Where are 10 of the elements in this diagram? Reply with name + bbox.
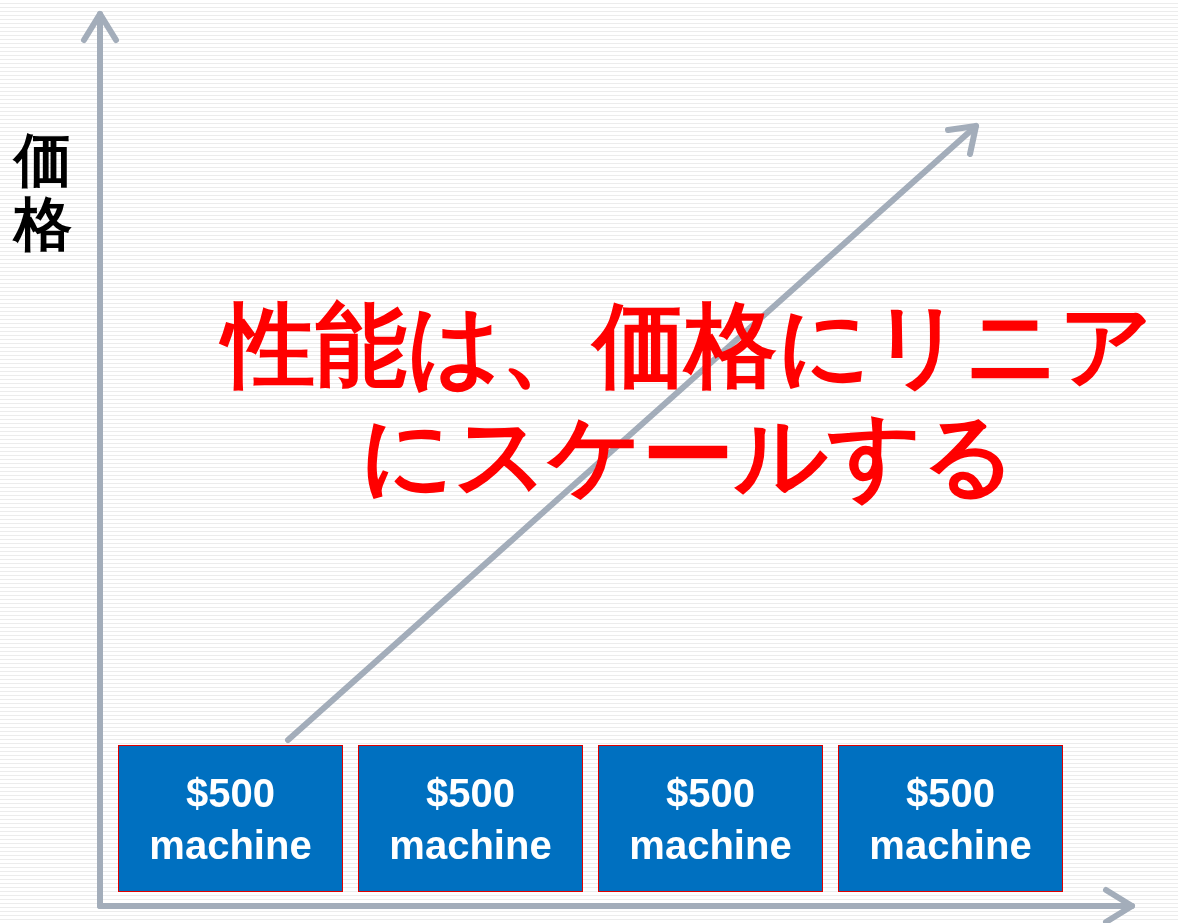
machine-box	[838, 745, 1063, 892]
machine-box	[118, 745, 343, 892]
box-text: $500 machine	[388, 769, 553, 869]
box-text: $500 machine	[868, 769, 1033, 869]
box-text: $500 machine	[628, 769, 793, 869]
axis-label: 価格	[14, 128, 72, 256]
box-text: $500 machine	[148, 769, 313, 869]
headline-text: 性能は、価格にリニアにスケールする	[200, 290, 1175, 511]
machine-box	[358, 745, 583, 892]
machine-box	[598, 745, 823, 892]
